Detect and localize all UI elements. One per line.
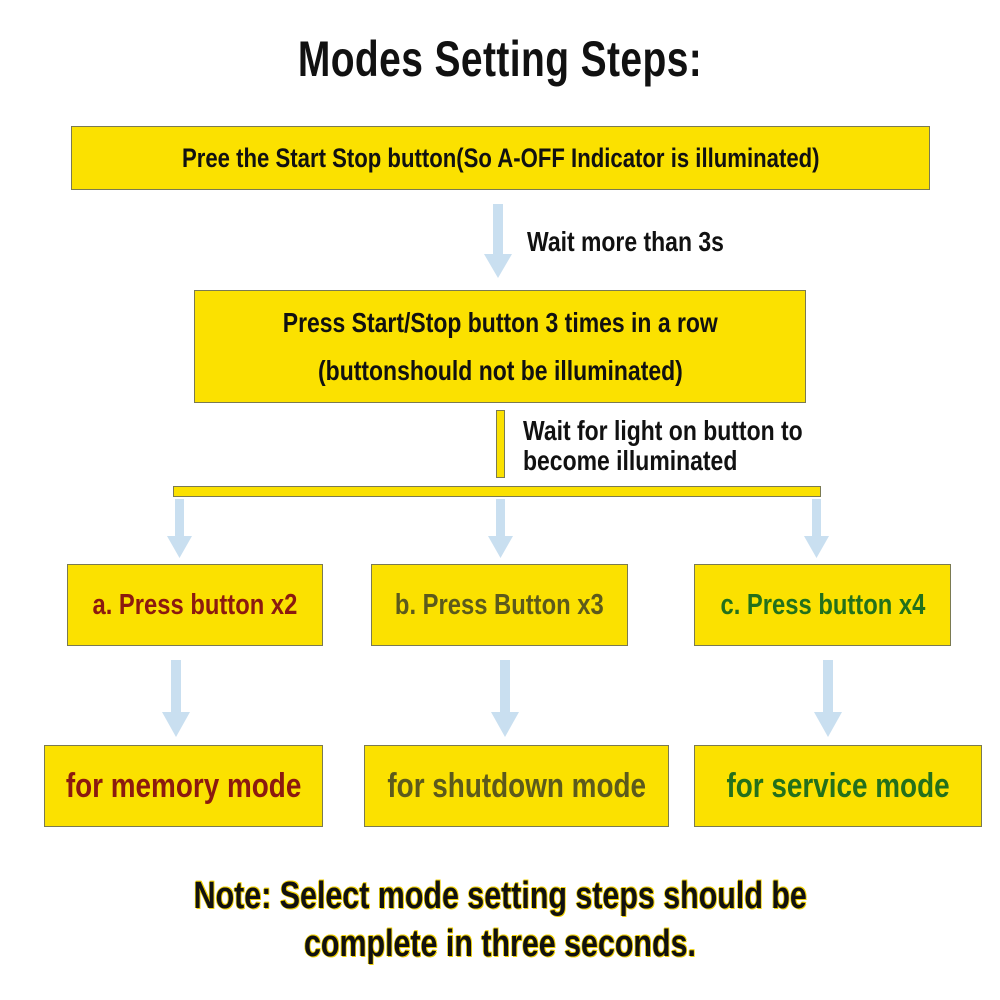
result-b-label: for shutdown mode [387, 766, 646, 805]
result-box-service-mode: for service mode [694, 745, 982, 827]
connector-label-wait-3s: Wait more than 3s [527, 226, 724, 257]
page-title: Modes Setting Steps: [297, 31, 703, 87]
result-a-label: for memory mode [65, 766, 302, 805]
arrow-down-icon [162, 660, 190, 737]
result-box-shutdown-mode: for shutdown mode [364, 745, 669, 827]
note-line-1: Note: Select mode setting steps should b… [193, 875, 807, 917]
option-box-c: c. Press button x4 [694, 564, 951, 646]
connector-horizontal-bar [173, 486, 821, 497]
arrow-down-icon [814, 660, 842, 737]
result-c-label: for service mode [726, 766, 950, 805]
option-c-label: c. Press button x4 [720, 588, 925, 621]
arrow-down-icon [167, 499, 192, 558]
arrow-down-icon [491, 660, 519, 737]
arrow-down-icon [804, 499, 829, 558]
result-box-memory-mode: for memory mode [44, 745, 323, 827]
step-2-line-1: Press Start/Stop button 3 times in a row [282, 306, 718, 338]
option-box-a: a. Press button x2 [67, 564, 323, 646]
step-box-start-stop: Pree the Start Stop button(So A-OFF Indi… [71, 126, 930, 190]
step-2-line-2: (buttonshould not be illuminated) [317, 354, 683, 386]
option-b-label: b. Press Button x3 [395, 588, 604, 621]
step-box-press-three-times: Press Start/Stop button 3 times in a row… [194, 290, 806, 403]
note-text: Note: Select mode setting steps should b… [0, 872, 1000, 968]
connector-label-wait-light-line-2: become illuminated [523, 445, 738, 476]
connector-vertical-bar [496, 410, 505, 478]
option-box-b: b. Press Button x3 [371, 564, 628, 646]
arrow-down-icon [484, 204, 512, 278]
step-1-text: Pree the Start Stop button(So A-OFF Indi… [181, 142, 820, 173]
arrow-down-icon [488, 499, 513, 558]
connector-label-wait-light-line-1: Wait for light on button to [523, 415, 803, 446]
connector-label-wait-light: Wait for light on button to become illum… [523, 416, 803, 476]
note-line-2: complete in three seconds. [304, 923, 696, 965]
option-a-label: a. Press button x2 [92, 588, 298, 621]
